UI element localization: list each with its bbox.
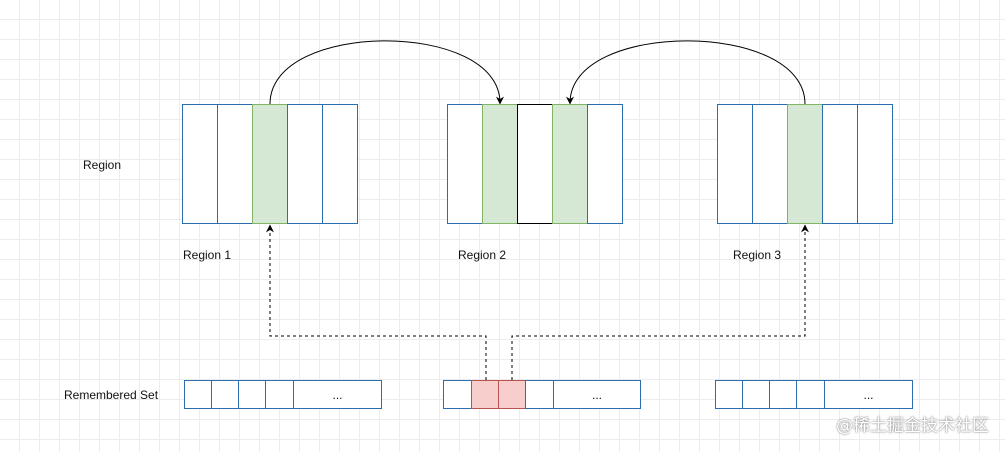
rset-ellipsis-cell bbox=[293, 380, 382, 409]
region-cell bbox=[447, 104, 483, 224]
rset-cell bbox=[211, 380, 239, 409]
rset-cell bbox=[238, 380, 266, 409]
region-cell bbox=[517, 104, 553, 224]
rset-pointer-to-region-1 bbox=[266, 224, 487, 380]
remembered-set-row-label: Remembered Set bbox=[64, 388, 159, 402]
region-cell bbox=[717, 104, 753, 224]
region-cell bbox=[587, 104, 623, 224]
rset-ellipsis: ... bbox=[332, 387, 343, 402]
region-card-referenced bbox=[552, 104, 588, 224]
rset-ellipsis-cell bbox=[553, 380, 641, 409]
rset-cell bbox=[715, 380, 743, 409]
region-card-referencing bbox=[787, 104, 823, 224]
rset-cell bbox=[742, 380, 770, 409]
rset-cell bbox=[184, 380, 212, 409]
rset-ellipsis: ... bbox=[591, 387, 602, 402]
rset-ellipsis-cell bbox=[824, 380, 913, 409]
region-cell bbox=[752, 104, 788, 224]
rset-cell bbox=[525, 380, 554, 409]
region-2-label: Region 2 bbox=[458, 248, 507, 262]
rset-cell bbox=[769, 380, 797, 409]
region-row-label: Region bbox=[83, 158, 122, 172]
region-card-referenced bbox=[482, 104, 518, 224]
rset-cell bbox=[443, 380, 472, 409]
reference-arrow-r1-to-r2 bbox=[269, 40, 504, 105]
region-cell bbox=[822, 104, 858, 224]
region-card-referencing bbox=[252, 104, 288, 224]
rset-cell bbox=[265, 380, 294, 409]
region-cell bbox=[287, 104, 323, 224]
region-1-label: Region 1 bbox=[183, 248, 232, 262]
rset-entry-region-1 bbox=[471, 380, 499, 409]
region-cell bbox=[857, 104, 893, 224]
reference-arrow-r3-to-r2 bbox=[566, 40, 806, 105]
rset-pointer-to-region-3 bbox=[511, 224, 809, 380]
watermark: @稀土掘金技术社区 bbox=[836, 416, 989, 436]
rset-cell bbox=[796, 380, 825, 409]
region-3-label: Region 3 bbox=[733, 248, 782, 262]
rset-ellipsis: ... bbox=[863, 387, 874, 402]
rset-entry-region-3 bbox=[498, 380, 526, 409]
region-cell bbox=[217, 104, 253, 224]
region-cell bbox=[182, 104, 218, 224]
region-cell bbox=[322, 104, 358, 224]
